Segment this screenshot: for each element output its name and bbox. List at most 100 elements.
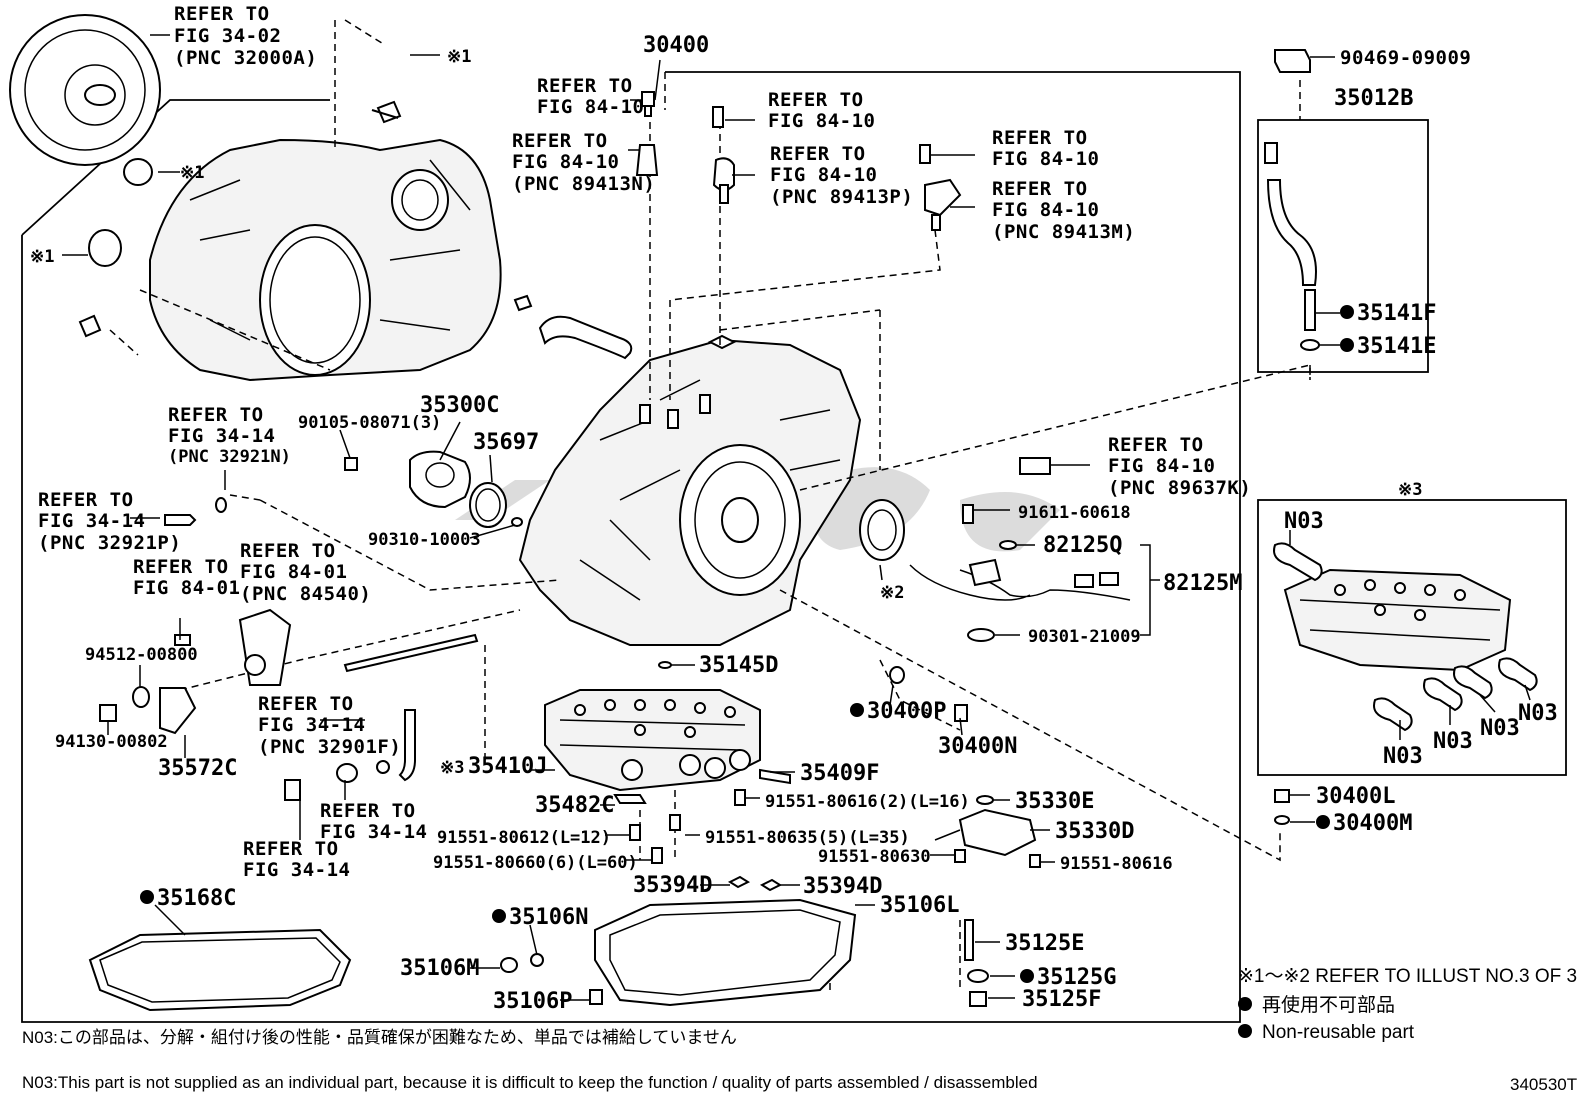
non-reusable-dot [140,890,154,904]
oil-pipe-upper [513,294,633,360]
svg-text:REFER TO: REFER TO [243,838,339,860]
part-91551-80630: 91551-80630 [818,847,931,867]
part-35394d-a: 35394D [633,873,712,898]
svg-text:FIG 84-10: FIG 84-10 [512,151,619,173]
svg-text:REFER TO: REFER TO [174,3,270,25]
part-n03-e: N03 [1518,701,1558,726]
part-82125q: 82125Q [1043,533,1122,558]
ref-bolt-84-01: REFER TO FIG 84-01 [133,556,240,599]
svg-text:FIG 34-14: FIG 34-14 [258,714,365,736]
svg-text:FIG 84-10: FIG 84-10 [992,199,1099,221]
part-35141e: 35141E [1357,334,1436,359]
part-90469: 90469-09009 [1340,47,1471,69]
svg-text:FIG 84-10: FIG 84-10 [992,148,1099,170]
part-35012b: 35012B [1334,86,1413,111]
part-n03-a: N03 [1284,509,1324,534]
footnotes: N03:この部品は、分解・組付け後の性能・品質確保が困難なため、単品では補給して… [22,1028,1577,1094]
part-35106m: 35106M [400,956,479,981]
ref-sensor-b: REFER TO FIG 84-10 (PNC 89413N) [512,130,655,195]
svg-text:REFER TO: REFER TO [320,800,416,822]
part-35409f: 35409F [800,761,879,786]
part-35106l: 35106L [880,893,959,918]
part-91551-80612: 91551-80612(L=12) [437,828,611,848]
ref-plug-32921p: REFER TO FIG 34-14 (PNC 32921P) [38,489,181,554]
legend: ※1～※2 REFER TO ILLUST NO.3 OF 3 再使用不可部品 … [1238,966,1577,1043]
svg-text:FIG 34-02: FIG 34-02 [174,25,281,47]
svg-text:(PNC 89413P): (PNC 89413P) [770,186,913,208]
figure-id: 340530T [1510,1075,1577,1094]
part-35125e: 35125E [1005,931,1084,956]
part-91551-80616: 91551-80616 [1060,854,1173,874]
mark-k1-a: ※1 [180,163,204,183]
part-90301: 90301-21009 [1028,627,1141,647]
svg-text:REFER TO: REFER TO [512,130,608,152]
legend-en: Non-reusable part [1262,1022,1415,1043]
mark-k2: ※2 [880,583,904,603]
ref-sensor-e: REFER TO FIG 84-10 [992,127,1099,170]
torque-converter [9,14,170,166]
part-n03-b: N03 [1383,744,1423,769]
part-35410j: 35410J [468,754,547,779]
part-90105: 90105-08071(3) [298,413,441,433]
ref-sensor-f: REFER TO FIG 84-10 (PNC 89413M) [992,178,1135,243]
refer-to-labels: REFER TO FIG 34-02 (PNC 32000A) REFER TO… [38,3,1251,881]
mark-k1-b: ※1 [30,247,54,267]
part-30400m: 30400M [1333,811,1412,836]
part-35106n: 35106N [509,905,588,930]
svg-text:FIG 84-01: FIG 84-01 [240,561,347,583]
svg-text:(PNC 32000A): (PNC 32000A) [174,47,317,69]
mark-k1-c: ※1 [447,47,471,67]
svg-text:REFER TO: REFER TO [768,89,864,111]
part-35482c: 35482C [535,793,614,818]
part-35125f: 35125F [1022,987,1101,1012]
part-35141f: 35141F [1357,301,1436,326]
svg-text:FIG 84-10: FIG 84-10 [537,96,644,118]
oil-pump-parts [164,450,523,528]
ref-pipe-32901f: REFER TO FIG 34-14 (PNC 32901F) [258,693,401,758]
ref-oring-32921n: REFER TO FIG 34-14 (PNC 32921N) [168,404,291,467]
part-n03-d: N03 [1480,716,1520,741]
neutral-switch-parts [99,608,479,801]
svg-text:FIG 84-10: FIG 84-10 [770,164,877,186]
svg-text:REFER TO: REFER TO [992,127,1088,149]
non-reusable-dot [1316,815,1330,829]
part-35394d-b: 35394D [803,874,882,899]
ref-plug-34-14-a: REFER TO FIG 34-14 [320,800,427,843]
mark-k3-valve: ※3 [440,758,464,778]
svg-text:(PNC 32921N): (PNC 32921N) [168,447,291,467]
part-35330e: 35330E [1015,789,1094,814]
part-91551-80660: 91551-80660(6)(L=60) [433,853,638,873]
part-30400n: 30400N [938,734,1017,759]
note-jp: N03:この部品は、分解・組付け後の性能・品質確保が困難なため、単品では補給して… [22,1028,737,1047]
part-35300c: 35300C [420,393,499,418]
ref-sensor-c: REFER TO FIG 84-10 [768,89,875,132]
legend-jp: 再使用不可部品 [1262,994,1395,1016]
non-reusable-dot [1020,969,1034,983]
bolts-and-filter [629,666,1041,892]
non-reusable-dot [1340,338,1354,352]
oil-pan-parts [88,789,1290,1012]
svg-text:REFER TO: REFER TO [168,404,264,426]
speed-sensors [635,91,1090,475]
svg-text:FIG 34-14: FIG 34-14 [38,510,145,532]
svg-text:(PNC 32921P): (PNC 32921P) [38,532,181,554]
part-30400: 30400 [643,33,709,58]
svg-text:(PNC 32901F): (PNC 32901F) [258,736,401,758]
part-n03-c: N03 [1433,729,1473,754]
part-30400l: 30400L [1316,784,1395,809]
part-35106p: 35106P [493,989,572,1014]
part-35168c: 35168C [157,886,236,911]
part-82125m: 82125M [1163,571,1242,596]
svg-text:FIG 34-14: FIG 34-14 [243,859,350,881]
svg-text:FIG 34-14: FIG 34-14 [320,821,427,843]
svg-text:(PNC 84540): (PNC 84540) [240,583,371,605]
legend-dot-en [1238,1024,1252,1038]
svg-text:REFER TO: REFER TO [38,489,134,511]
svg-text:REFER TO: REFER TO [240,540,336,562]
part-35572c: 35572C [158,756,237,781]
svg-text:FIG 84-10: FIG 84-10 [768,110,875,132]
ref-plug-34-14-b: REFER TO FIG 34-14 [243,838,350,881]
breather-assembly-box [1257,49,1429,373]
part-35697: 35697 [473,430,539,455]
